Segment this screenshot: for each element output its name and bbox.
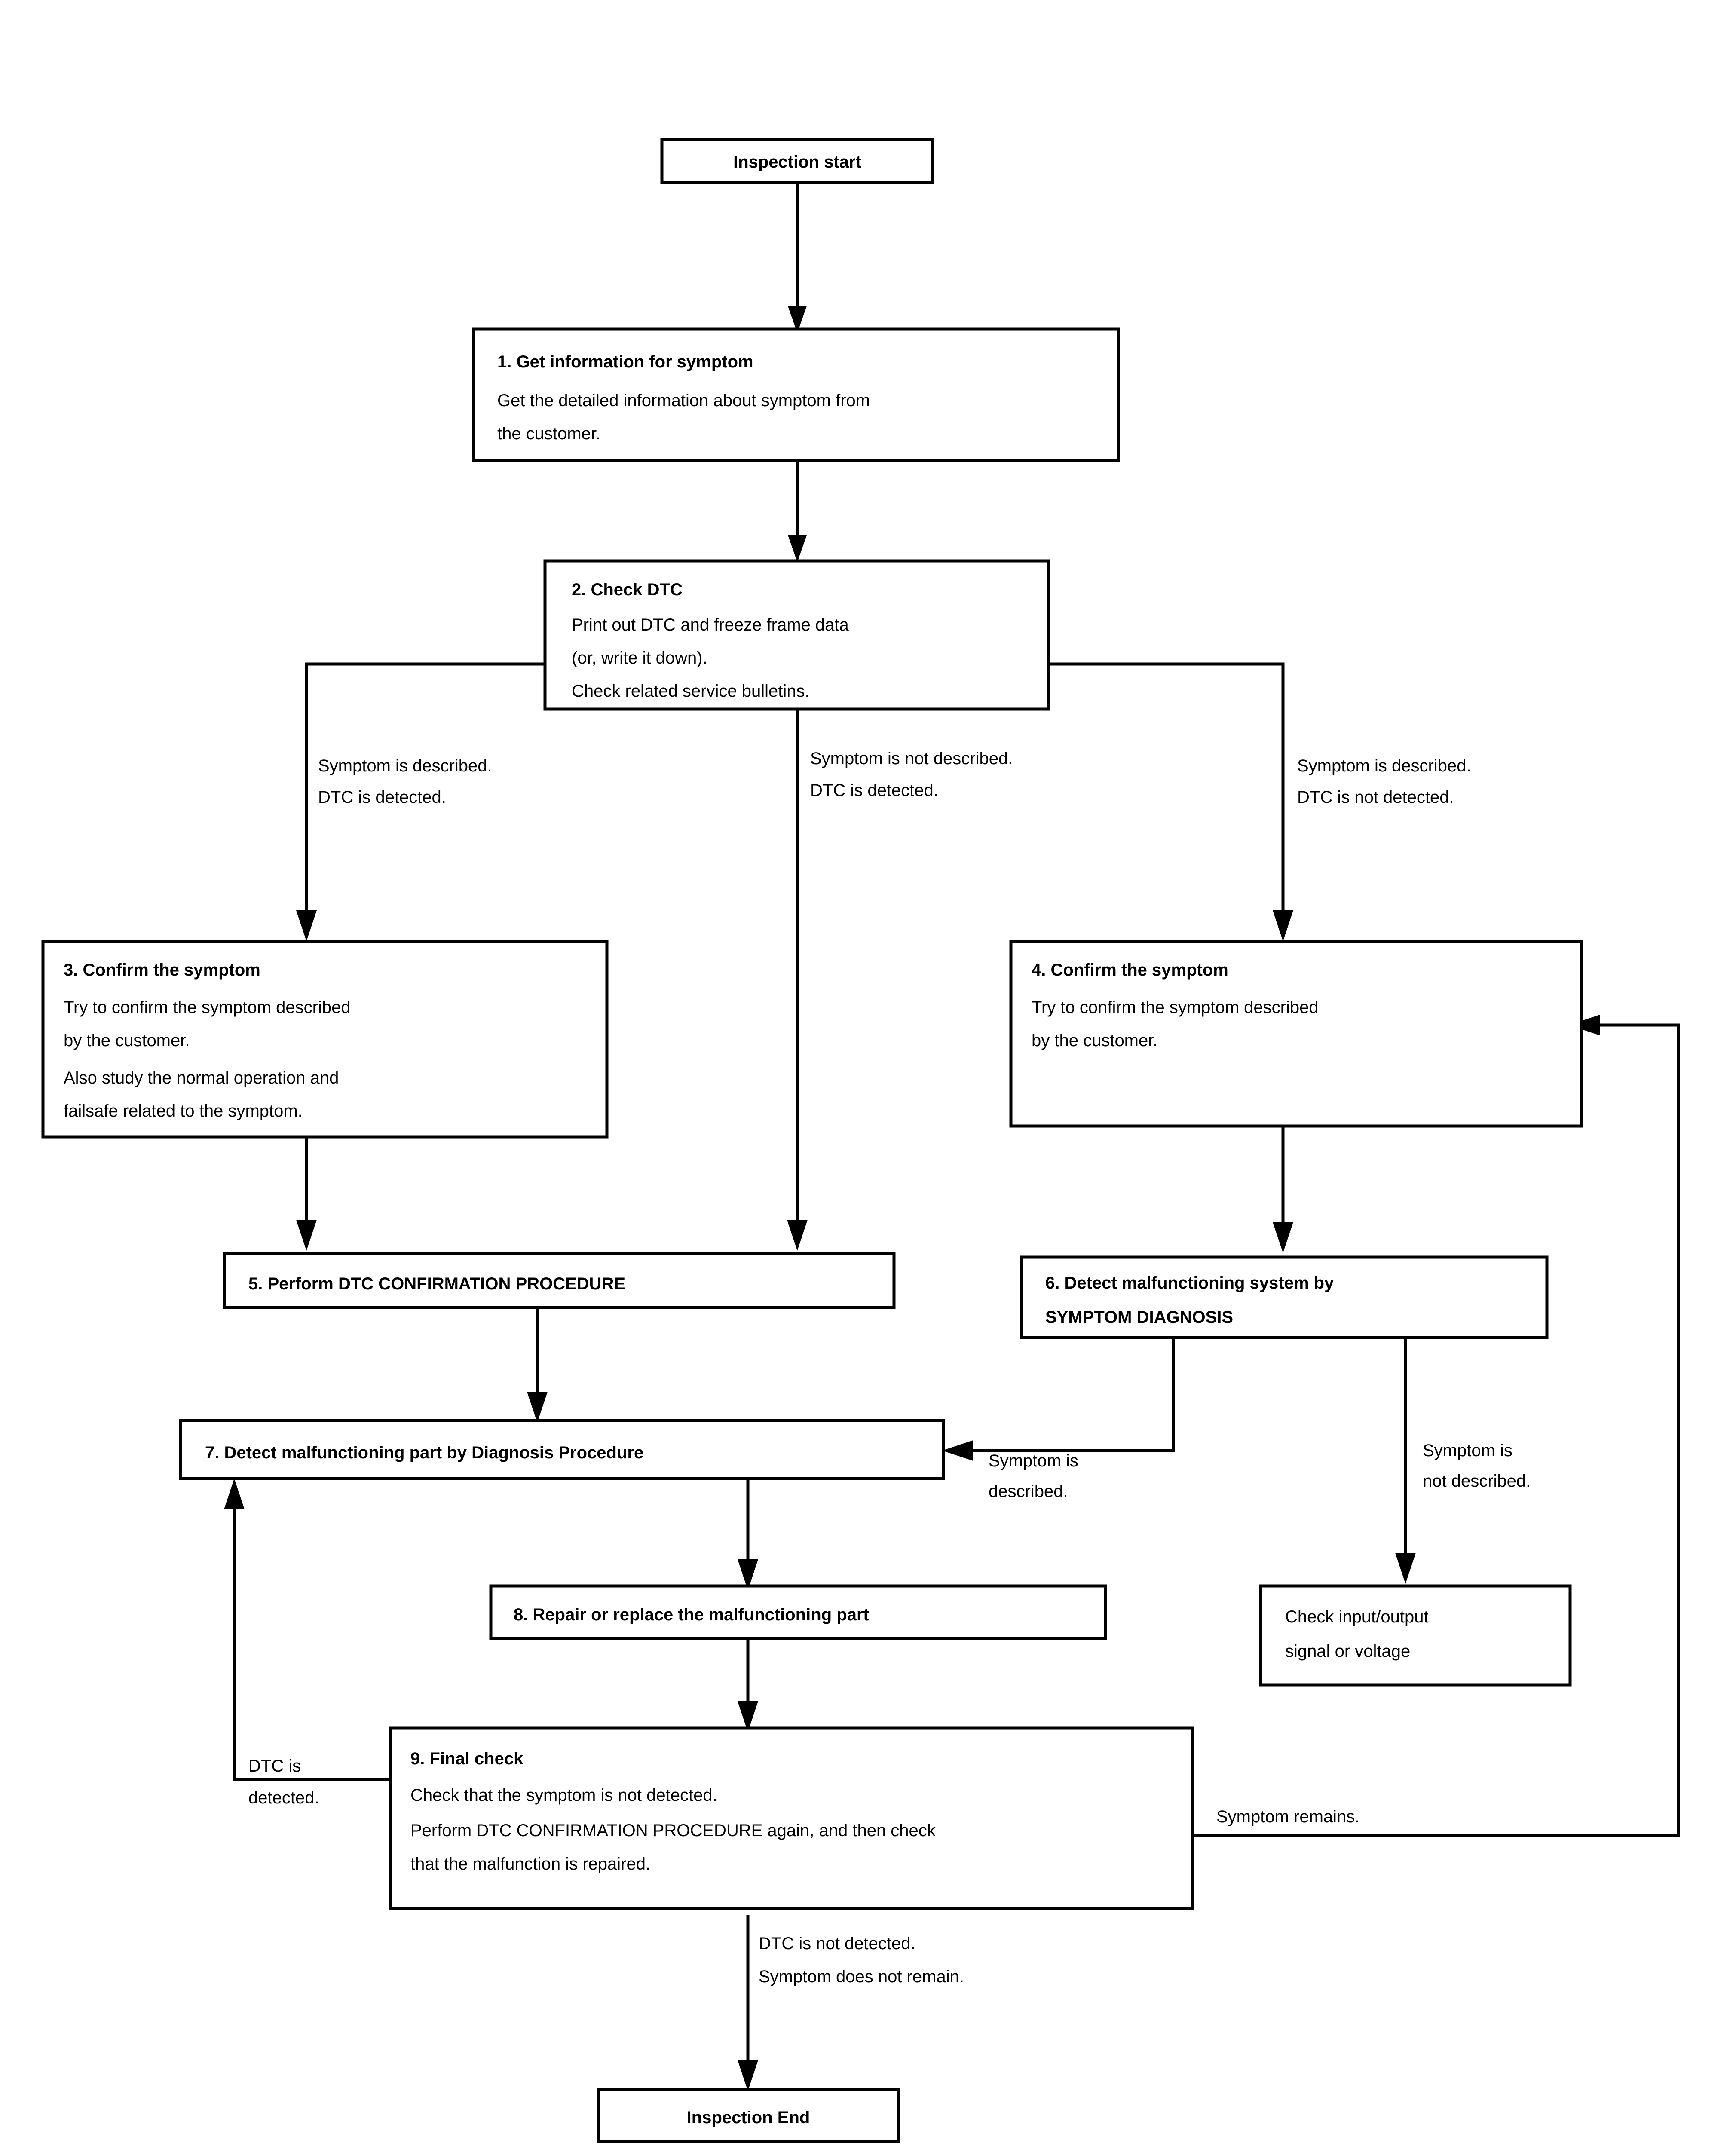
step1-line1: Get the detailed information about sympt… [497, 391, 870, 410]
symptom-described-line1: Symptom is [989, 1451, 1078, 1470]
branch-middle-line2: DTC is detected. [810, 781, 938, 800]
node-step8[interactable]: 8. Repair or replace the malfunctioning … [489, 1584, 1107, 1640]
connector-step9-to-step4-loop [1193, 1015, 1680, 1837]
step3-line3: Also study the normal operation and [64, 1068, 339, 1087]
step9-line3: that the malfunction is repaired. [410, 1855, 650, 1873]
symptom-described-line2: described. [989, 1482, 1068, 1501]
step6-heading-line1: 6. Detect malfunctioning system by [1045, 1273, 1334, 1292]
symptom-not-described-line2: not described. [1423, 1472, 1531, 1491]
edge-label-symptom-described: Symptom is described. [989, 1451, 1078, 1501]
check-io-line1: Check input/output [1285, 1607, 1429, 1626]
branch-middle-line1: Symptom is not described. [810, 749, 1013, 768]
step1-line2: the customer. [497, 424, 600, 443]
node-step7[interactable]: 7. Detect malfunctioning part by Diagnos… [179, 1419, 945, 1480]
node-check-io[interactable]: Check input/output signal or voltage [1259, 1584, 1572, 1687]
connector-step4-to-step6 [1273, 1126, 1293, 1253]
edge-label-branch-middle: Symptom is not described. DTC is detecte… [810, 749, 1013, 800]
connector-step7-to-step8 [738, 1479, 758, 1590]
node-step1[interactable]: 1. Get information for symptom Get the d… [472, 327, 1120, 462]
node-step2[interactable]: 2. Check DTC Print out DTC and freeze fr… [543, 559, 1050, 711]
final-ok-line2: Symptom does not remain. [759, 1967, 964, 1986]
connector-step1-to-step2 [788, 461, 807, 562]
symptom-not-described-line1: Symptom is [1423, 1441, 1512, 1460]
node-step6[interactable]: 6. Detect malfunctioning system by SYMPT… [1020, 1255, 1549, 1339]
node-step9[interactable]: 9. Final check Check that the symptom is… [389, 1726, 1194, 1910]
step5-heading: 5. Perform DTC CONFIRMATION PROCEDURE [248, 1274, 625, 1293]
step3-heading: 3. Confirm the symptom [64, 961, 260, 980]
dtc-detected-loop-line2: detected. [248, 1788, 319, 1807]
node-step3[interactable]: 3. Confirm the symptom Try to confirm th… [41, 940, 609, 1139]
node-step4[interactable]: 4. Confirm the symptom Try to confirm th… [1009, 940, 1583, 1128]
step4-heading: 4. Confirm the symptom [1032, 961, 1228, 980]
connector-step2-to-step4 [1049, 662, 1293, 941]
step3-line1: Try to confirm the symptom described [64, 998, 351, 1017]
connector-step9-to-step7-loop [224, 1479, 399, 1781]
branch-right-line2: DTC is not detected. [1297, 788, 1454, 807]
connector-step6-to-check-io [1395, 1315, 1416, 1584]
step2-line3: Check related service bulletins. [572, 682, 810, 701]
node-step5[interactable]: 5. Perform DTC CONFIRMATION PROCEDURE [223, 1252, 896, 1309]
check-io-line2: signal or voltage [1285, 1642, 1410, 1661]
connector-start-to-step1 [788, 183, 807, 333]
connector-step3-to-step5 [296, 1137, 317, 1251]
inspection-start-label: Inspection start [733, 153, 861, 171]
step9-line2: Perform DTC CONFIRMATION PROCEDURE again… [410, 1821, 936, 1840]
edge-label-symptom-remains: Symptom remains. [1216, 1807, 1359, 1826]
connector-step9-to-end [738, 1915, 758, 2091]
connector-step2-to-step3 [296, 662, 545, 941]
step4-line2: by the customer. [1032, 1031, 1157, 1050]
step4-line1: Try to confirm the symptom described [1032, 998, 1319, 1017]
step3-line4: failsafe related to the symptom. [64, 1102, 303, 1120]
edge-label-branch-left: Symptom is described. DTC is detected. [318, 756, 492, 807]
step9-line1: Check that the symptom is not detected. [410, 1786, 717, 1805]
edge-label-final-ok: DTC is not detected. Symptom does not re… [759, 1934, 964, 1986]
step2-line2: (or, write it down). [572, 649, 707, 667]
step2-heading: 2. Check DTC [572, 580, 683, 599]
step7-heading: 7. Detect malfunctioning part by Diagnos… [205, 1443, 643, 1462]
step1-heading: 1. Get information for symptom [497, 352, 753, 371]
step3-line2: by the customer. [64, 1031, 190, 1050]
connector-step2-to-step5 [787, 709, 808, 1251]
step9-heading: 9. Final check [410, 1749, 524, 1768]
dtc-detected-loop-line1: DTC is [248, 1757, 301, 1776]
step6-heading-line2: SYMPTOM DIAGNOSIS [1045, 1308, 1233, 1327]
step2-line1: Print out DTC and freeze frame data [572, 615, 849, 634]
step8-heading: 8. Repair or replace the malfunctioning … [514, 1605, 869, 1624]
symptom-remains-line1: Symptom remains. [1216, 1807, 1359, 1826]
edge-label-symptom-not-described: Symptom is not described. [1423, 1441, 1531, 1491]
connector-step8-to-step9 [738, 1631, 758, 1732]
branch-left-line1: Symptom is described. [318, 756, 492, 775]
connector-step6-to-step7 [942, 1315, 1175, 1461]
inspection-end-label: Inspection End [687, 2108, 810, 2127]
node-inspection-end[interactable]: Inspection End [597, 2088, 900, 2143]
final-ok-line1: DTC is not detected. [759, 1934, 915, 1953]
edge-label-dtc-detected-loop: DTC is detected. [248, 1757, 319, 1807]
branch-left-line2: DTC is detected. [318, 788, 446, 807]
branch-right-line1: Symptom is described. [1297, 756, 1471, 775]
edge-label-branch-right: Symptom is described. DTC is not detecte… [1297, 756, 1471, 807]
node-inspection-start[interactable]: Inspection start [660, 138, 934, 184]
